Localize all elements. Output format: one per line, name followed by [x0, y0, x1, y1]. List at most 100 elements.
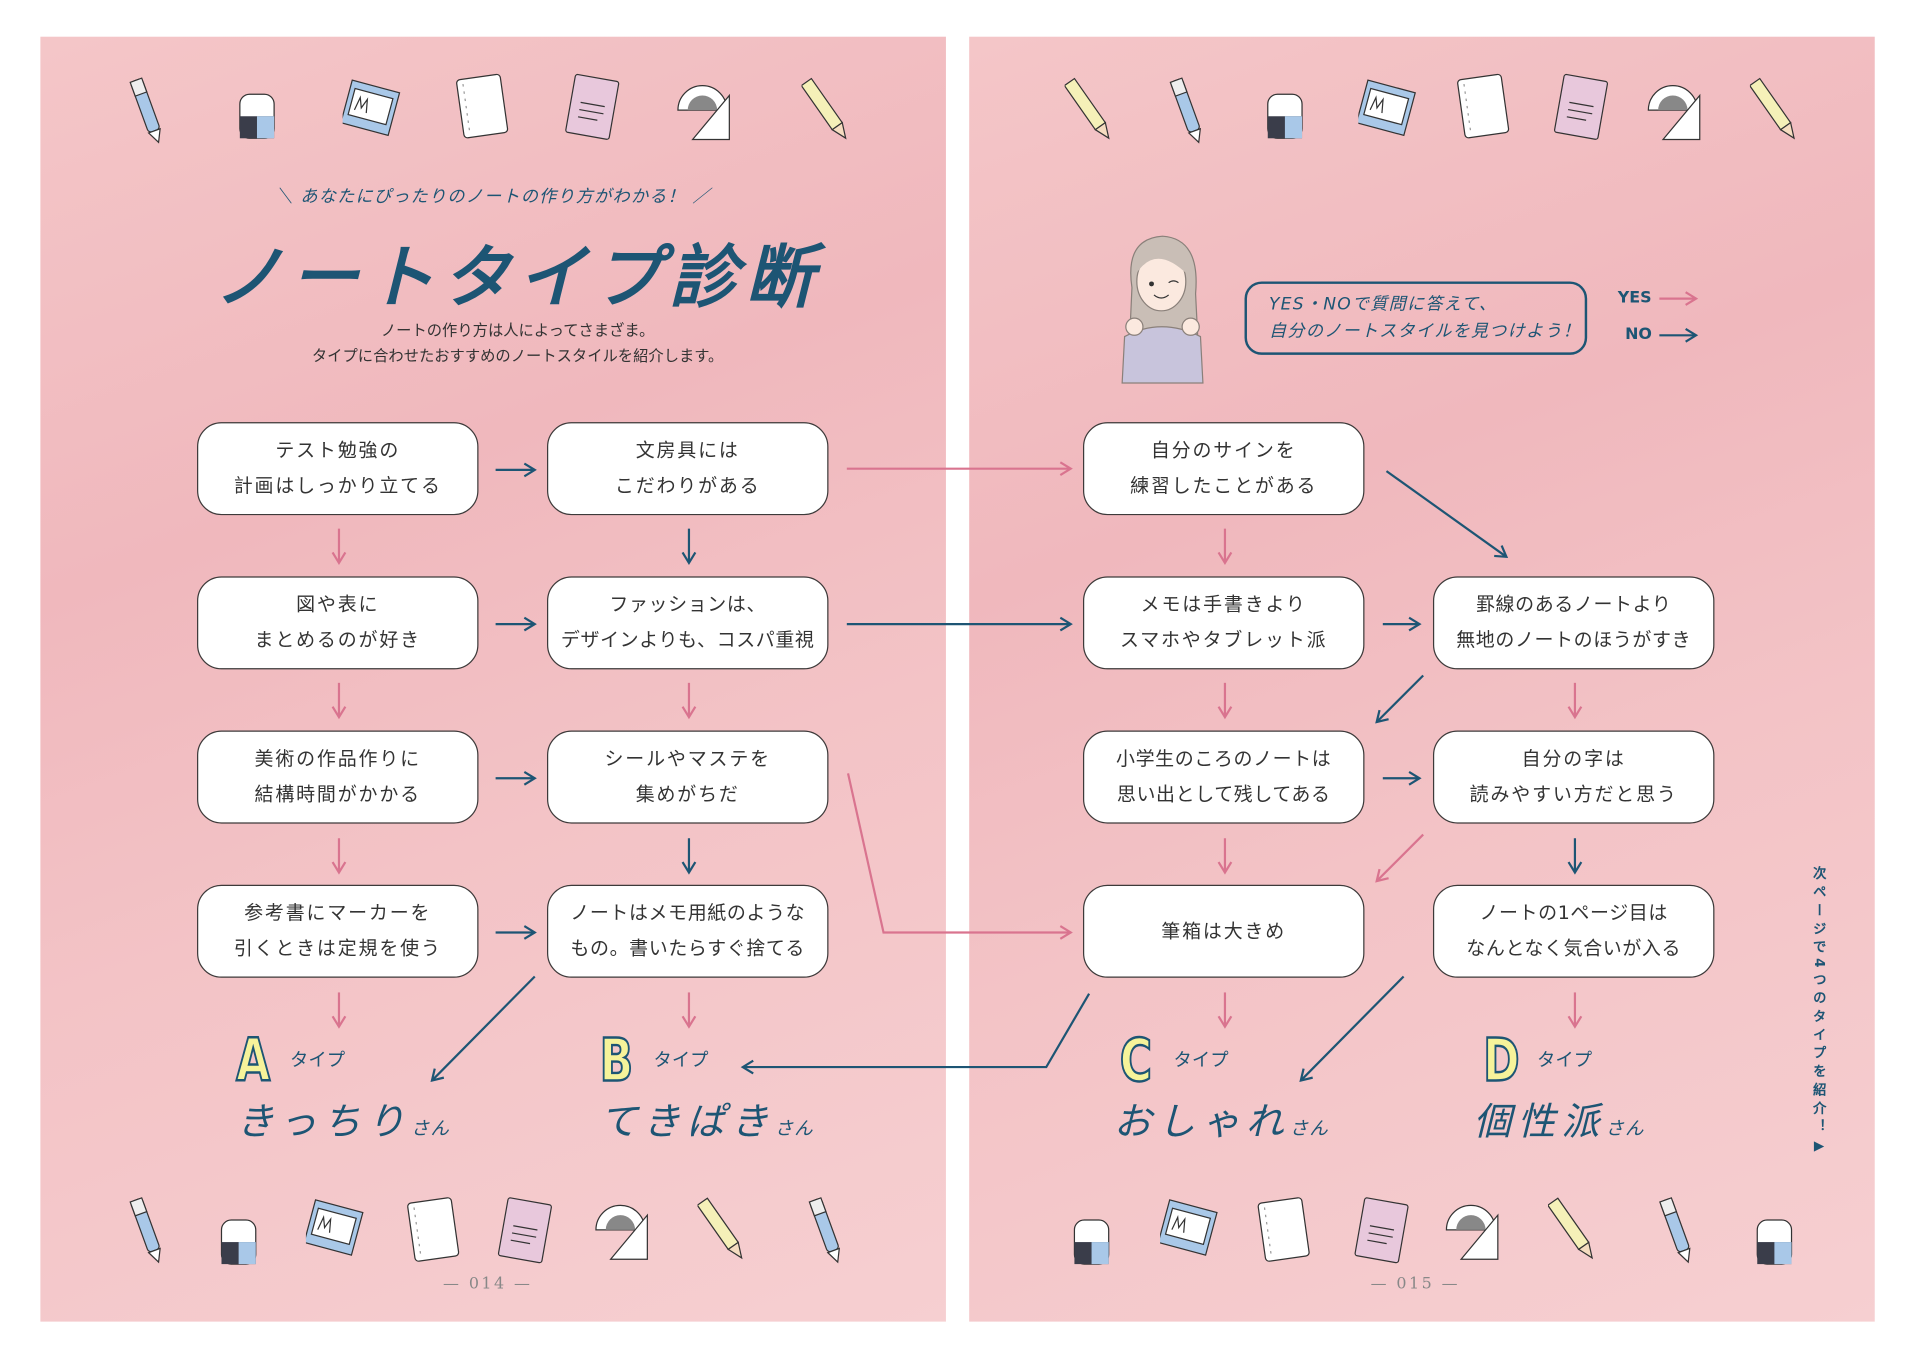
eraser-icon [233, 80, 292, 161]
yes-arrow [1217, 682, 1233, 720]
left-page [40, 36, 946, 1322]
notebook-icon [1454, 70, 1513, 151]
result-type-label: タイプ [1173, 1048, 1229, 1071]
question-text: 思い出として残してある [1116, 783, 1331, 806]
question-text: メモは手書きより [1140, 593, 1307, 616]
no-arrow [495, 616, 537, 632]
yes-arrow [331, 838, 347, 875]
memo-pad-icon [1157, 1193, 1219, 1274]
legend-yes-arrow [1659, 291, 1699, 306]
next-page-note: 次ページで4つのタイプを紹介！▶ [1811, 866, 1828, 1159]
legend-yes: YES [1617, 288, 1652, 308]
eraser-icon [214, 1205, 273, 1286]
result-type-label: タイプ [1536, 1048, 1593, 1071]
question-text: 読みやすい方だと思う [1469, 783, 1678, 806]
result-name-text: 個性派 [1473, 1100, 1606, 1145]
question-box: 図や表にまとめるのが好き [197, 576, 479, 670]
yes-arrow [1217, 838, 1233, 875]
question-text: 小学生のころのノートは [1116, 747, 1332, 770]
result-letter: A [235, 1026, 271, 1096]
pencil-icon [1063, 73, 1124, 154]
question-text: 集めがちだ [635, 783, 740, 806]
question-box: 罫線のあるノートより無地のノートのほうがすき [1432, 576, 1715, 670]
instruction-bubble: YES・NOで質問に答えて、 自分のノートスタイルを見つけよう！ [1244, 281, 1588, 355]
result-suffix: さん [1289, 1117, 1329, 1140]
protractor-icon [1646, 73, 1705, 154]
pink-notebook-icon [1352, 1193, 1411, 1274]
question-box: 文房具にはこだわりがある [547, 422, 829, 516]
notebook-icon [1254, 1193, 1313, 1274]
no-arrow [1299, 975, 1405, 1083]
page-number-right: — 015 — [1370, 1275, 1460, 1294]
no-arrow [430, 975, 536, 1083]
question-text: こだわりがある [614, 474, 761, 497]
question-text: 筆箱は大きめ [1161, 919, 1287, 942]
no-arrow [681, 838, 697, 875]
question-box: 小学生のころのノートは思い出として残してある [1082, 730, 1365, 824]
question-text: 無地のノートのほうがすき [1456, 628, 1692, 652]
question-text: 結構時間がかかる [254, 783, 421, 806]
pencil-icon [1546, 1193, 1607, 1274]
result-type-label: タイプ [290, 1048, 346, 1071]
result-name: おしゃれさん [1114, 1099, 1329, 1152]
description-line-1: ノートの作り方は人によってさまざま。 [380, 320, 655, 339]
result-letter: B [599, 1026, 634, 1096]
question-text: 図や表に [296, 593, 380, 616]
question-text: 参考書にマーカーを [244, 901, 432, 924]
question-text: ノートの1ページ目は [1479, 901, 1668, 924]
result-name-text: おしゃれ [1113, 1100, 1290, 1145]
question-text: 計画はしっかり立てる [233, 474, 442, 497]
pink-notebook-icon [1552, 70, 1611, 151]
question-text: ファッションは、 [609, 593, 767, 616]
eraser-icon [1067, 1205, 1126, 1286]
pencil-icon [696, 1193, 757, 1274]
pink-notebook-icon [563, 70, 622, 151]
page-title: ノートタイプ診断 [214, 238, 822, 319]
no-arrow [740, 993, 1091, 1075]
result-suffix: さん [410, 1117, 451, 1140]
question-box: シールやマステを集めがちだ [547, 730, 829, 824]
question-text: スマホやタブレット派 [1119, 628, 1328, 652]
girl-illustration [1121, 235, 1204, 384]
protractor-icon [675, 73, 734, 154]
no-arrow [495, 925, 537, 940]
memo-pad-icon [340, 73, 402, 154]
question-text: まとめるのが好き [254, 628, 421, 652]
no-arrow [1567, 838, 1583, 875]
result-name: てきぱきさん [600, 1099, 814, 1152]
pen-icon [1163, 73, 1222, 154]
result-suffix: さん [1605, 1117, 1645, 1140]
pen-icon [802, 1193, 861, 1274]
no-arrow [846, 616, 1073, 632]
yes-arrow [1217, 528, 1233, 566]
result-name-text: てきぱき [599, 1100, 775, 1145]
question-text: 文房具には [635, 439, 740, 462]
yes-arrow [1217, 992, 1233, 1029]
eraser-icon [1260, 80, 1319, 161]
yes-arrow [331, 528, 347, 566]
description-line-2: タイプに合わせたおすすめのノートスタイルを紹介します。 [311, 346, 724, 365]
no-arrow [1375, 674, 1424, 724]
yes-arrow [1567, 992, 1583, 1029]
question-text: 美術の作品作りに [254, 747, 421, 770]
yes-arrow [331, 992, 347, 1029]
eraser-icon [1750, 1205, 1809, 1286]
yes-arrow [681, 992, 697, 1029]
right-page [969, 36, 1875, 1322]
instruction-line-1: YES・NOで質問に答えて、 [1268, 294, 1498, 315]
pen-icon [1652, 1193, 1711, 1274]
question-text: シールやマステを [604, 747, 771, 770]
question-box: テスト勉強の計画はしっかり立てる [197, 422, 479, 516]
question-text: 引くときは定規を使う [233, 937, 442, 960]
legend-no-arrow [1659, 327, 1699, 343]
question-text: なんとなく気合いが入る [1466, 937, 1682, 960]
question-box: 参考書にマーカーを引くときは定規を使う [197, 884, 479, 978]
pencil-icon [1748, 73, 1809, 154]
no-arrow [681, 528, 697, 566]
question-text: 自分のサインを [1150, 439, 1297, 462]
memo-pad-icon [303, 1193, 365, 1274]
no-arrow [1385, 470, 1509, 559]
question-text: デザインよりも、コスパ重視 [560, 628, 815, 652]
question-text: 罫線のあるノートより [1475, 593, 1672, 616]
